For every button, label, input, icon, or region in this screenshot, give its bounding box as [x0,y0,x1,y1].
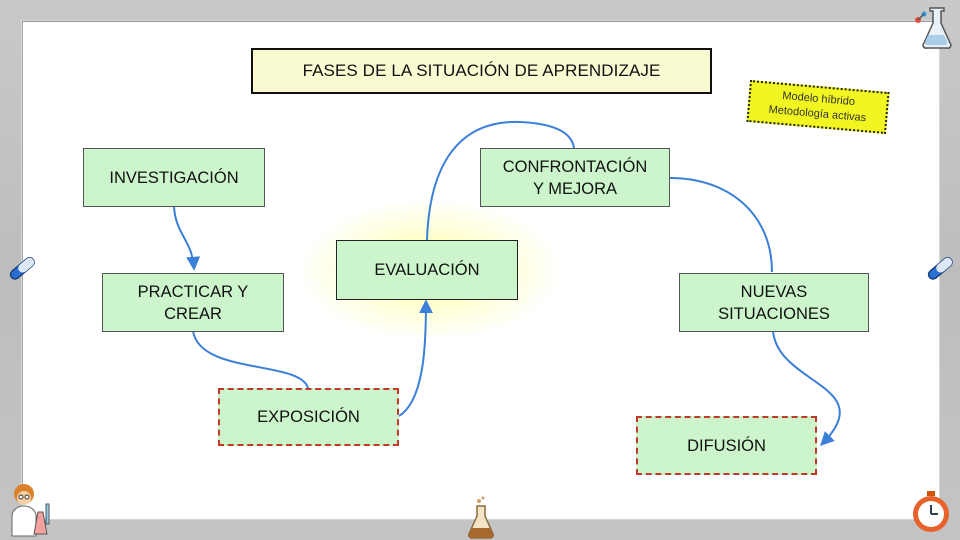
test-tube-left-icon [9,257,35,280]
scientist-icon [11,484,50,537]
node-practicar-y-crear: PRACTICAR Y CREAR [102,273,284,332]
node-nuevas-situaciones: NUEVAS SITUACIONES [679,273,869,332]
node-exposicion: EXPOSICIÓN [218,388,399,446]
erlenmeyer-flask-icon [468,496,494,539]
test-tube-right-icon [927,257,953,280]
diagram-title: FASES DE LA SITUACIÓN DE APRENDIZAJE [251,48,712,94]
node-difusion: DIFUSIÓN [636,416,817,475]
node-investigacion: INVESTIGACIÓN [83,148,265,207]
node-confrontacion-y-mejora: CONFRONTACIÓN Y MEJORA [480,148,670,207]
stopwatch-icon [913,491,949,532]
lab-flask-icon [915,7,952,49]
node-evaluacion: EVALUACIÓN [336,240,518,300]
